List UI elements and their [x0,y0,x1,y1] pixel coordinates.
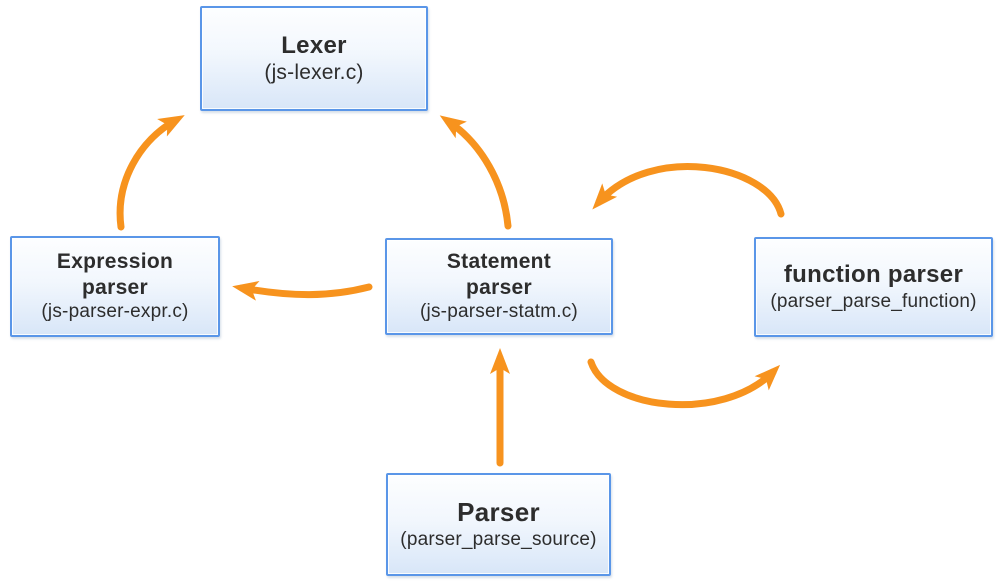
node-expression-parser: Expression parser (js-parser-expr.c) [10,236,220,337]
node-title: Expression parser [56,250,174,299]
node-parser: Parser (parser_parse_source) [386,473,611,576]
node-subtitle: (parser_parse_source) [400,529,597,551]
node-subtitle: (js-lexer.c) [264,61,364,84]
node-statement-parser: Statement parser (js-parser-statm.c) [385,238,613,335]
node-title: Lexer [281,31,347,59]
node-subtitle: (js-parser-expr.c) [41,301,189,323]
node-function-parser: function parser (parser_parse_function) [754,237,993,337]
node-subtitle: (parser_parse_function) [770,290,977,312]
edge-statement-parser-to-lexer [439,115,512,230]
node-title: function parser [783,261,964,289]
edge-statement-parser-to-function-parser [587,358,781,409]
node-title: Statement parser [446,250,552,299]
edge-function-parser-to-statement-parser [592,163,785,218]
node-subtitle: (js-parser-statm.c) [420,301,578,323]
node-lexer: Lexer (js-lexer.c) [200,6,428,111]
edge-statement-parser-to-expression-parser [232,280,373,301]
node-title: Parser [457,496,540,527]
edge-expression-parser-to-lexer [116,115,185,231]
